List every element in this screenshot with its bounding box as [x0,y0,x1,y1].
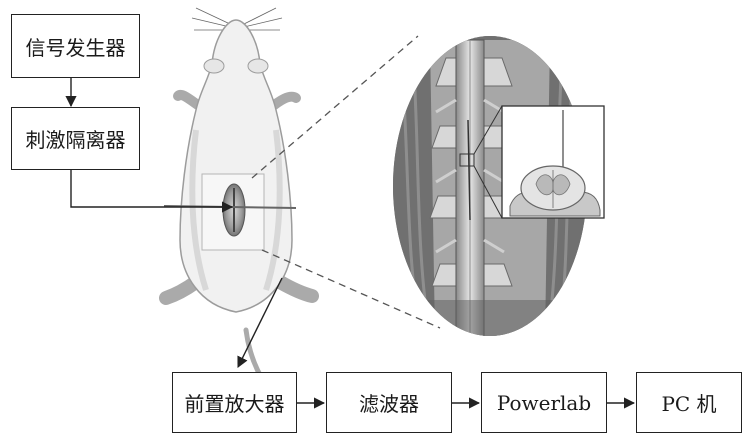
preamplifier-block: 前置放大器 [172,372,297,433]
spinal-cord-cross-section-inset [502,106,604,218]
preamplifier-label: 前置放大器 [185,388,285,417]
stimulus-isolator-block: 刺激隔离器 [11,107,140,170]
signal-generator-block: 信号发生器 [11,14,140,78]
pc-label: PC 机 [661,388,716,417]
rat-illustration [164,8,312,400]
filter-label: 滤波器 [359,388,419,417]
stimulus-isolator-label: 刺激隔离器 [26,124,126,153]
signal-generator-label: 信号发生器 [26,32,126,61]
powerlab-block: Powerlab [481,372,607,433]
filter-block: 滤波器 [326,372,452,433]
pc-block: PC 机 [636,372,742,433]
powerlab-label: Powerlab [497,391,591,415]
